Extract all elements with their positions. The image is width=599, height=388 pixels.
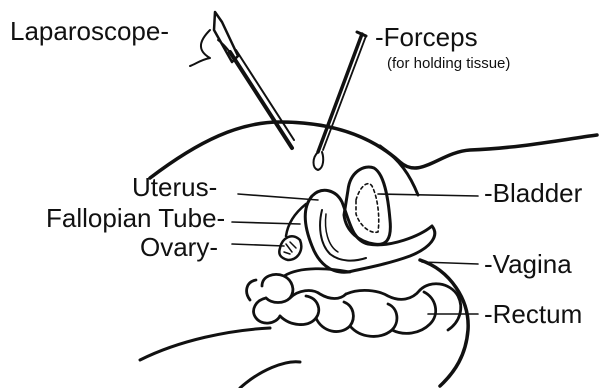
leader-line-bladder [378,194,478,196]
sacrum-curve [420,260,468,386]
bladder-shape [344,167,390,244]
forceps-note-label: (for holding tissue) [387,56,510,71]
bladder-label: -Bladder [484,180,582,206]
forceps-instrument [314,32,367,170]
pelvic-floor-curve [140,328,270,360]
abdominal-wall-outline [150,122,597,178]
leader-line-uterus [238,194,318,200]
fallopian-tube-ovary-shape [279,204,306,260]
rectum-label: -Rectum [484,301,582,327]
ovary-label: Ovary- [140,234,218,260]
rectum-intestine-shape [247,269,461,337]
forceps-label: -Forceps [375,24,478,50]
fallopian-tube-label: Fallopian Tube- [46,205,225,231]
uterus-label: Uterus- [132,174,217,200]
laparoscope-label: Laparoscope- [10,18,169,44]
leader-lines [232,194,478,314]
leader-line-ovary [232,244,284,246]
vagina-label: -Vagina [484,251,572,277]
lower-right-curve [240,362,300,388]
